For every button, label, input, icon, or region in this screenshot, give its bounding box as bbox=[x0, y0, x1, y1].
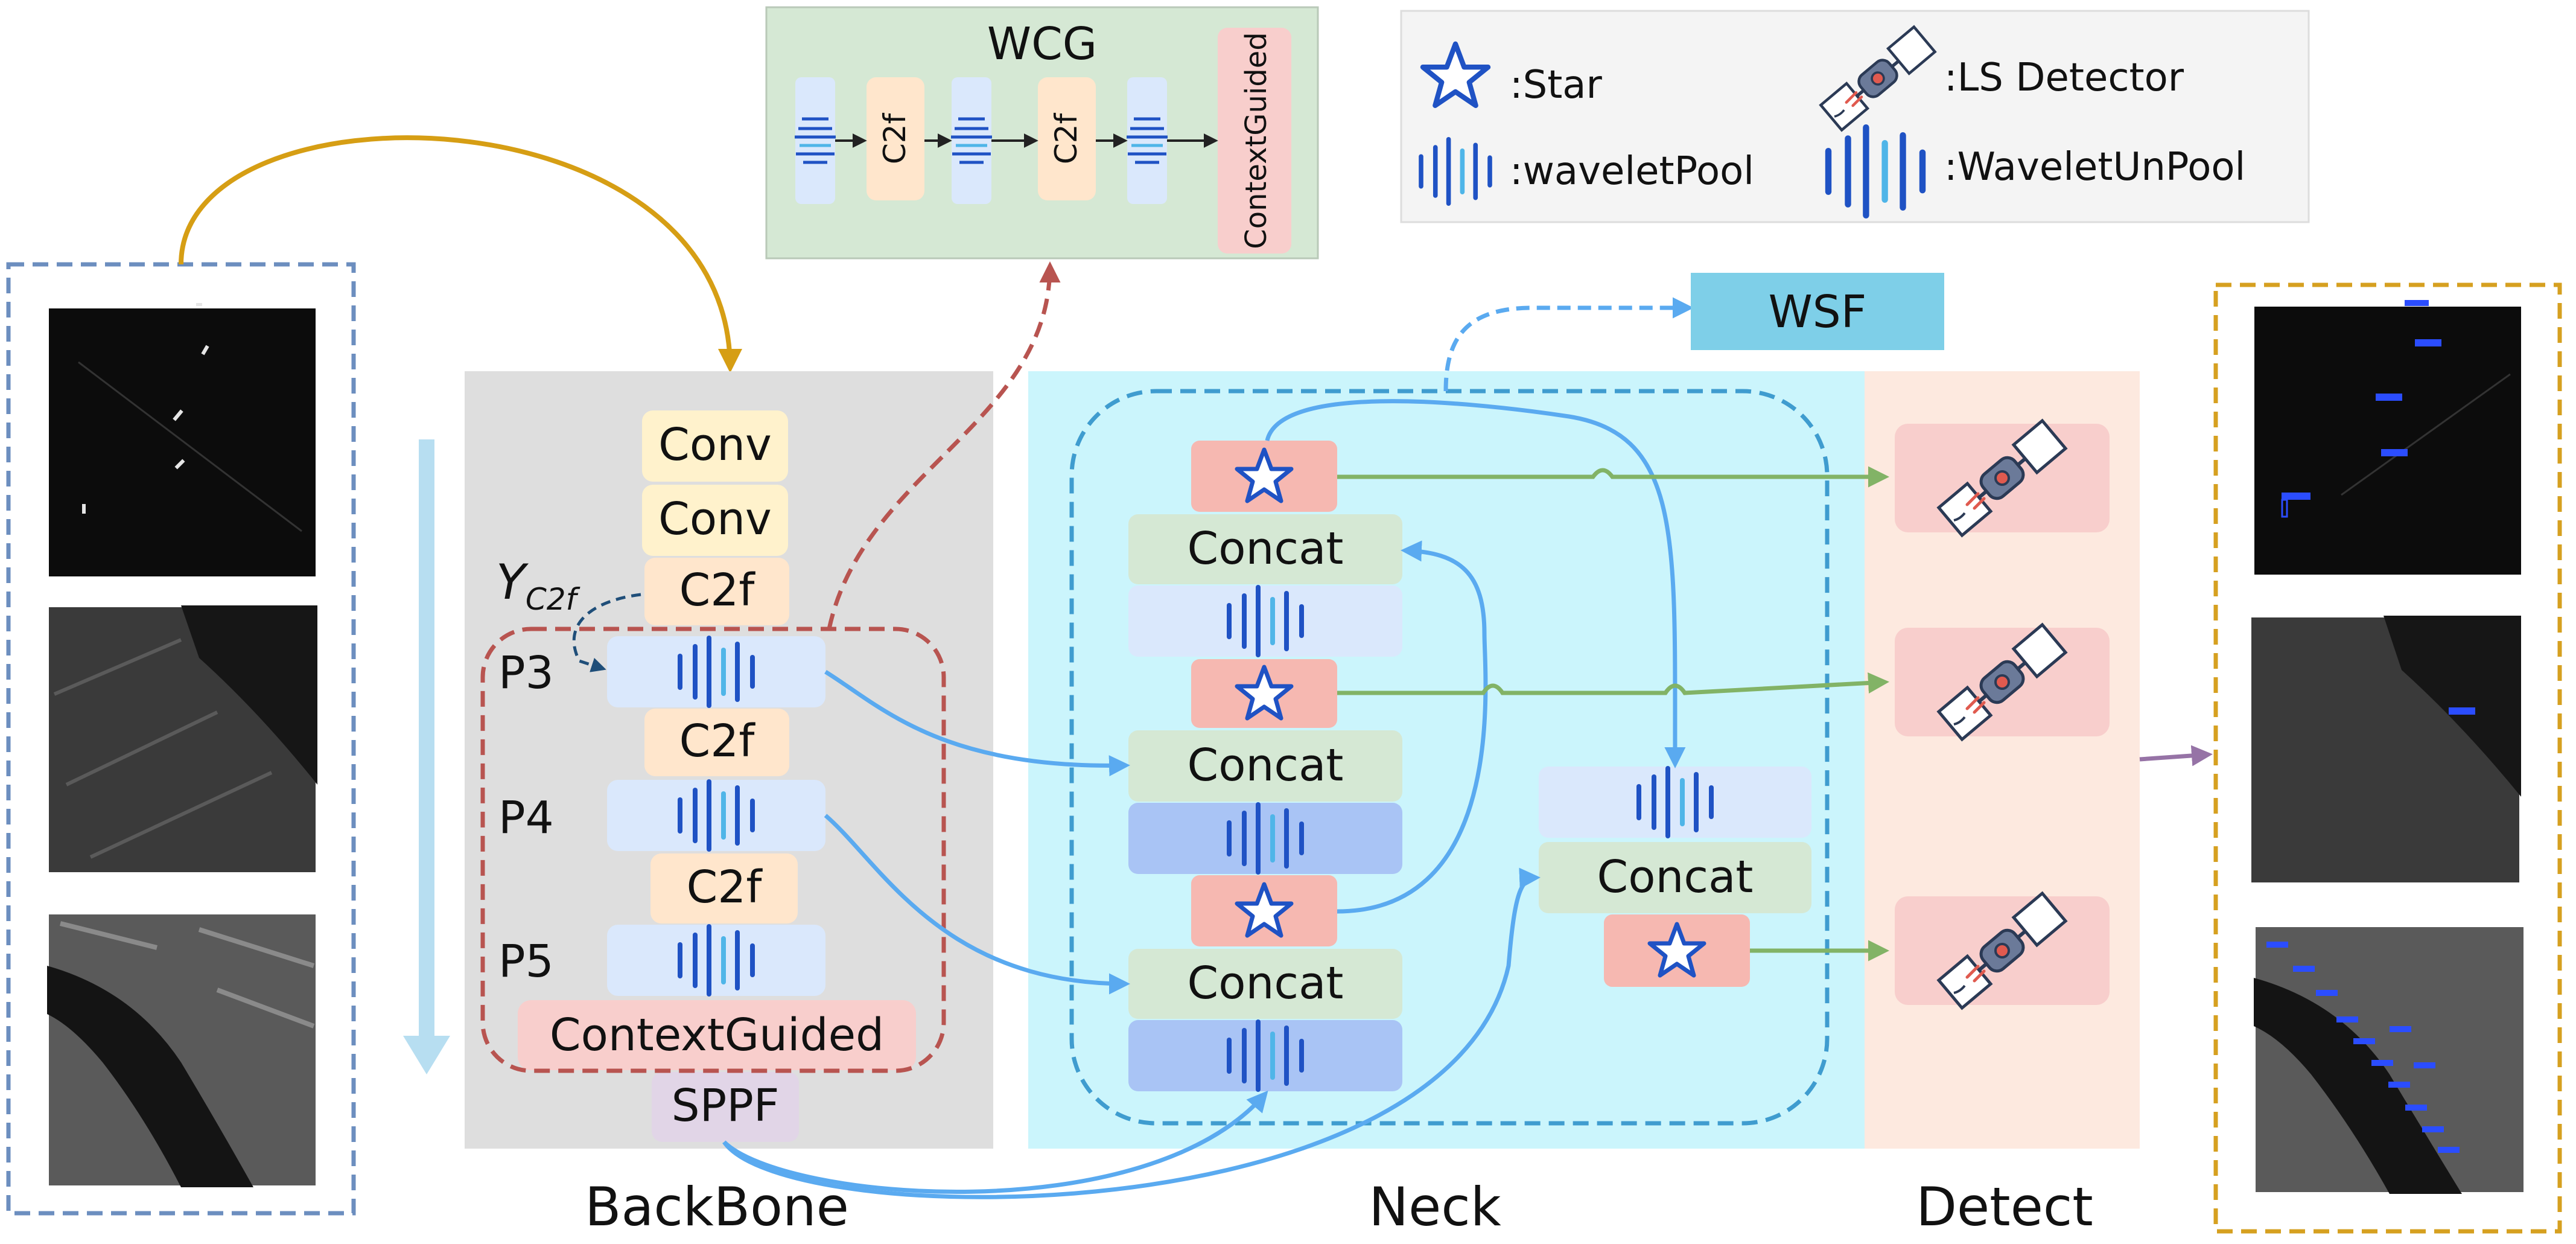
wcg-context-guided-block bbox=[1218, 28, 1291, 254]
ls-detector-1 bbox=[1895, 421, 2110, 535]
backbone-conv-1: Conv bbox=[642, 410, 788, 482]
wcg-c2f-block-1 bbox=[867, 77, 924, 200]
star3-to-concat1-arrow bbox=[1337, 540, 1488, 914]
wcg-c2f-block-2 bbox=[1038, 77, 1096, 200]
legend-panel: :Star :waveletPool :LS Detector :Wavelet… bbox=[1400, 10, 2310, 223]
wsf-box: WSF bbox=[1691, 273, 1944, 350]
backbone-c2f-1-label: C2f bbox=[679, 564, 756, 616]
wcg-wavelet-block-1 bbox=[795, 77, 835, 204]
backbone-flow-arrowhead bbox=[403, 1036, 450, 1074]
output-sar-image-1 bbox=[2251, 300, 2525, 578]
backbone-wavelet-pool-p5 bbox=[607, 925, 825, 996]
ls-detector-3 bbox=[1895, 893, 2110, 1008]
section-label-backbone: BackBone bbox=[585, 1176, 849, 1238]
label-y-c2f: YC2f bbox=[496, 554, 580, 617]
detect-to-output-arrow bbox=[2139, 745, 2213, 767]
ls-detector-2 bbox=[1895, 625, 2110, 739]
input-sar-image-2 bbox=[45, 604, 319, 876]
output-images-panel bbox=[2213, 282, 2562, 1234]
p3-to-concat-arrow bbox=[824, 670, 1130, 777]
neck-wavelet-pool-right bbox=[1539, 767, 1811, 838]
neck-star-block-1 bbox=[1191, 441, 1337, 512]
backbone-c2f-1: C2f bbox=[644, 558, 789, 625]
p4-to-concat-arrow bbox=[824, 814, 1130, 995]
wcg-wavelet-block-3 bbox=[1127, 77, 1167, 204]
wcg-title: WCG bbox=[987, 18, 1097, 70]
y-c2f-dashed-arrow bbox=[572, 593, 641, 672]
star2-to-detector-arrow bbox=[1337, 672, 1889, 695]
input-sar-image-1 bbox=[45, 303, 319, 580]
section-label-neck: Neck bbox=[1369, 1176, 1501, 1238]
legend-ls-detector-label: :LS Detector bbox=[1944, 56, 2184, 100]
label-p3: P3 bbox=[498, 647, 554, 699]
backbone-conv-2-label: Conv bbox=[658, 493, 772, 545]
legend-wavelet-unpool-label: :WaveletUnPool bbox=[1944, 145, 2245, 190]
sppf-to-neck-arrow-1 bbox=[722, 1090, 1268, 1194]
wcg-panel: WCG C2f C2f ContextGuided bbox=[765, 6, 1319, 260]
neck-concat-3-label: Concat bbox=[1188, 957, 1344, 1009]
neck-wavelet-unpool-3 bbox=[1128, 1020, 1402, 1091]
wsf-region-to-wsf-arrow bbox=[1443, 297, 1694, 392]
neck-concat-4: Concat bbox=[1539, 842, 1811, 913]
neck-concat-1-label: Concat bbox=[1188, 523, 1344, 575]
star1-to-detector-arrow bbox=[1337, 466, 1889, 488]
neck-concat-2-label: Concat bbox=[1188, 739, 1344, 791]
input-to-backbone-arrow bbox=[179, 135, 742, 373]
neck-wavelet-unpool-1 bbox=[1128, 585, 1402, 657]
wcg-region-to-wcg-arrow bbox=[827, 261, 1061, 630]
output-sar-image-3 bbox=[2252, 923, 2527, 1196]
legend-star-label: :Star bbox=[1510, 63, 1603, 107]
wcg-context-guided-label: ContextGuided bbox=[1239, 32, 1273, 249]
neck-concat-4-label: Concat bbox=[1597, 851, 1754, 903]
backbone-c2f-3: C2f bbox=[650, 853, 798, 923]
backbone-conv-1-label: Conv bbox=[658, 419, 772, 471]
neck-concat-2: Concat bbox=[1128, 730, 1402, 802]
backbone-wavelet-pool-p3 bbox=[607, 636, 825, 707]
star1-to-wavelet-right-arrow bbox=[1265, 399, 1686, 768]
sppf-to-concat4-arrow bbox=[722, 867, 1541, 1199]
input-sar-image-3 bbox=[45, 911, 319, 1189]
label-p4: P4 bbox=[498, 792, 554, 844]
backbone-c2f-2: C2f bbox=[644, 709, 789, 776]
output-sar-image-2 bbox=[2248, 614, 2523, 886]
backbone-context-guided: ContextGuided bbox=[518, 1000, 916, 1070]
backbone-sppf: SPPF bbox=[652, 1072, 799, 1142]
neck-star-block-2 bbox=[1191, 659, 1337, 728]
neck-star-block-4 bbox=[1604, 914, 1750, 987]
backbone-conv-2: Conv bbox=[642, 485, 788, 556]
wcg-wavelet-block-2 bbox=[952, 77, 991, 204]
backbone-c2f-2-label: C2f bbox=[679, 715, 756, 767]
backbone-flow-bar bbox=[419, 439, 434, 1037]
wsf-label: WSF bbox=[1769, 286, 1867, 338]
neck-concat-1: Concat bbox=[1128, 514, 1402, 584]
wcg-c2f-label-1: C2f bbox=[877, 112, 912, 164]
label-p5: P5 bbox=[498, 936, 554, 987]
legend-wavelet-pool-label: :waveletPool bbox=[1510, 149, 1754, 194]
neck-concat-3: Concat bbox=[1128, 949, 1402, 1019]
section-label-detect: Detect bbox=[1916, 1176, 2093, 1238]
wcg-region-dashed-box bbox=[480, 627, 946, 1073]
wcg-c2f-label-2: C2f bbox=[1049, 112, 1084, 164]
backbone-c2f-3-label: C2f bbox=[687, 861, 763, 913]
backbone-wavelet-pool-p4 bbox=[607, 780, 825, 851]
wsf-region-dashed-box bbox=[1069, 389, 1830, 1126]
neck-star-block-3 bbox=[1191, 875, 1337, 946]
neck-wavelet-unpool-2 bbox=[1128, 803, 1402, 874]
backbone-context-guided-label: ContextGuided bbox=[550, 1009, 884, 1061]
backbone-sppf-label: SPPF bbox=[672, 1080, 780, 1132]
